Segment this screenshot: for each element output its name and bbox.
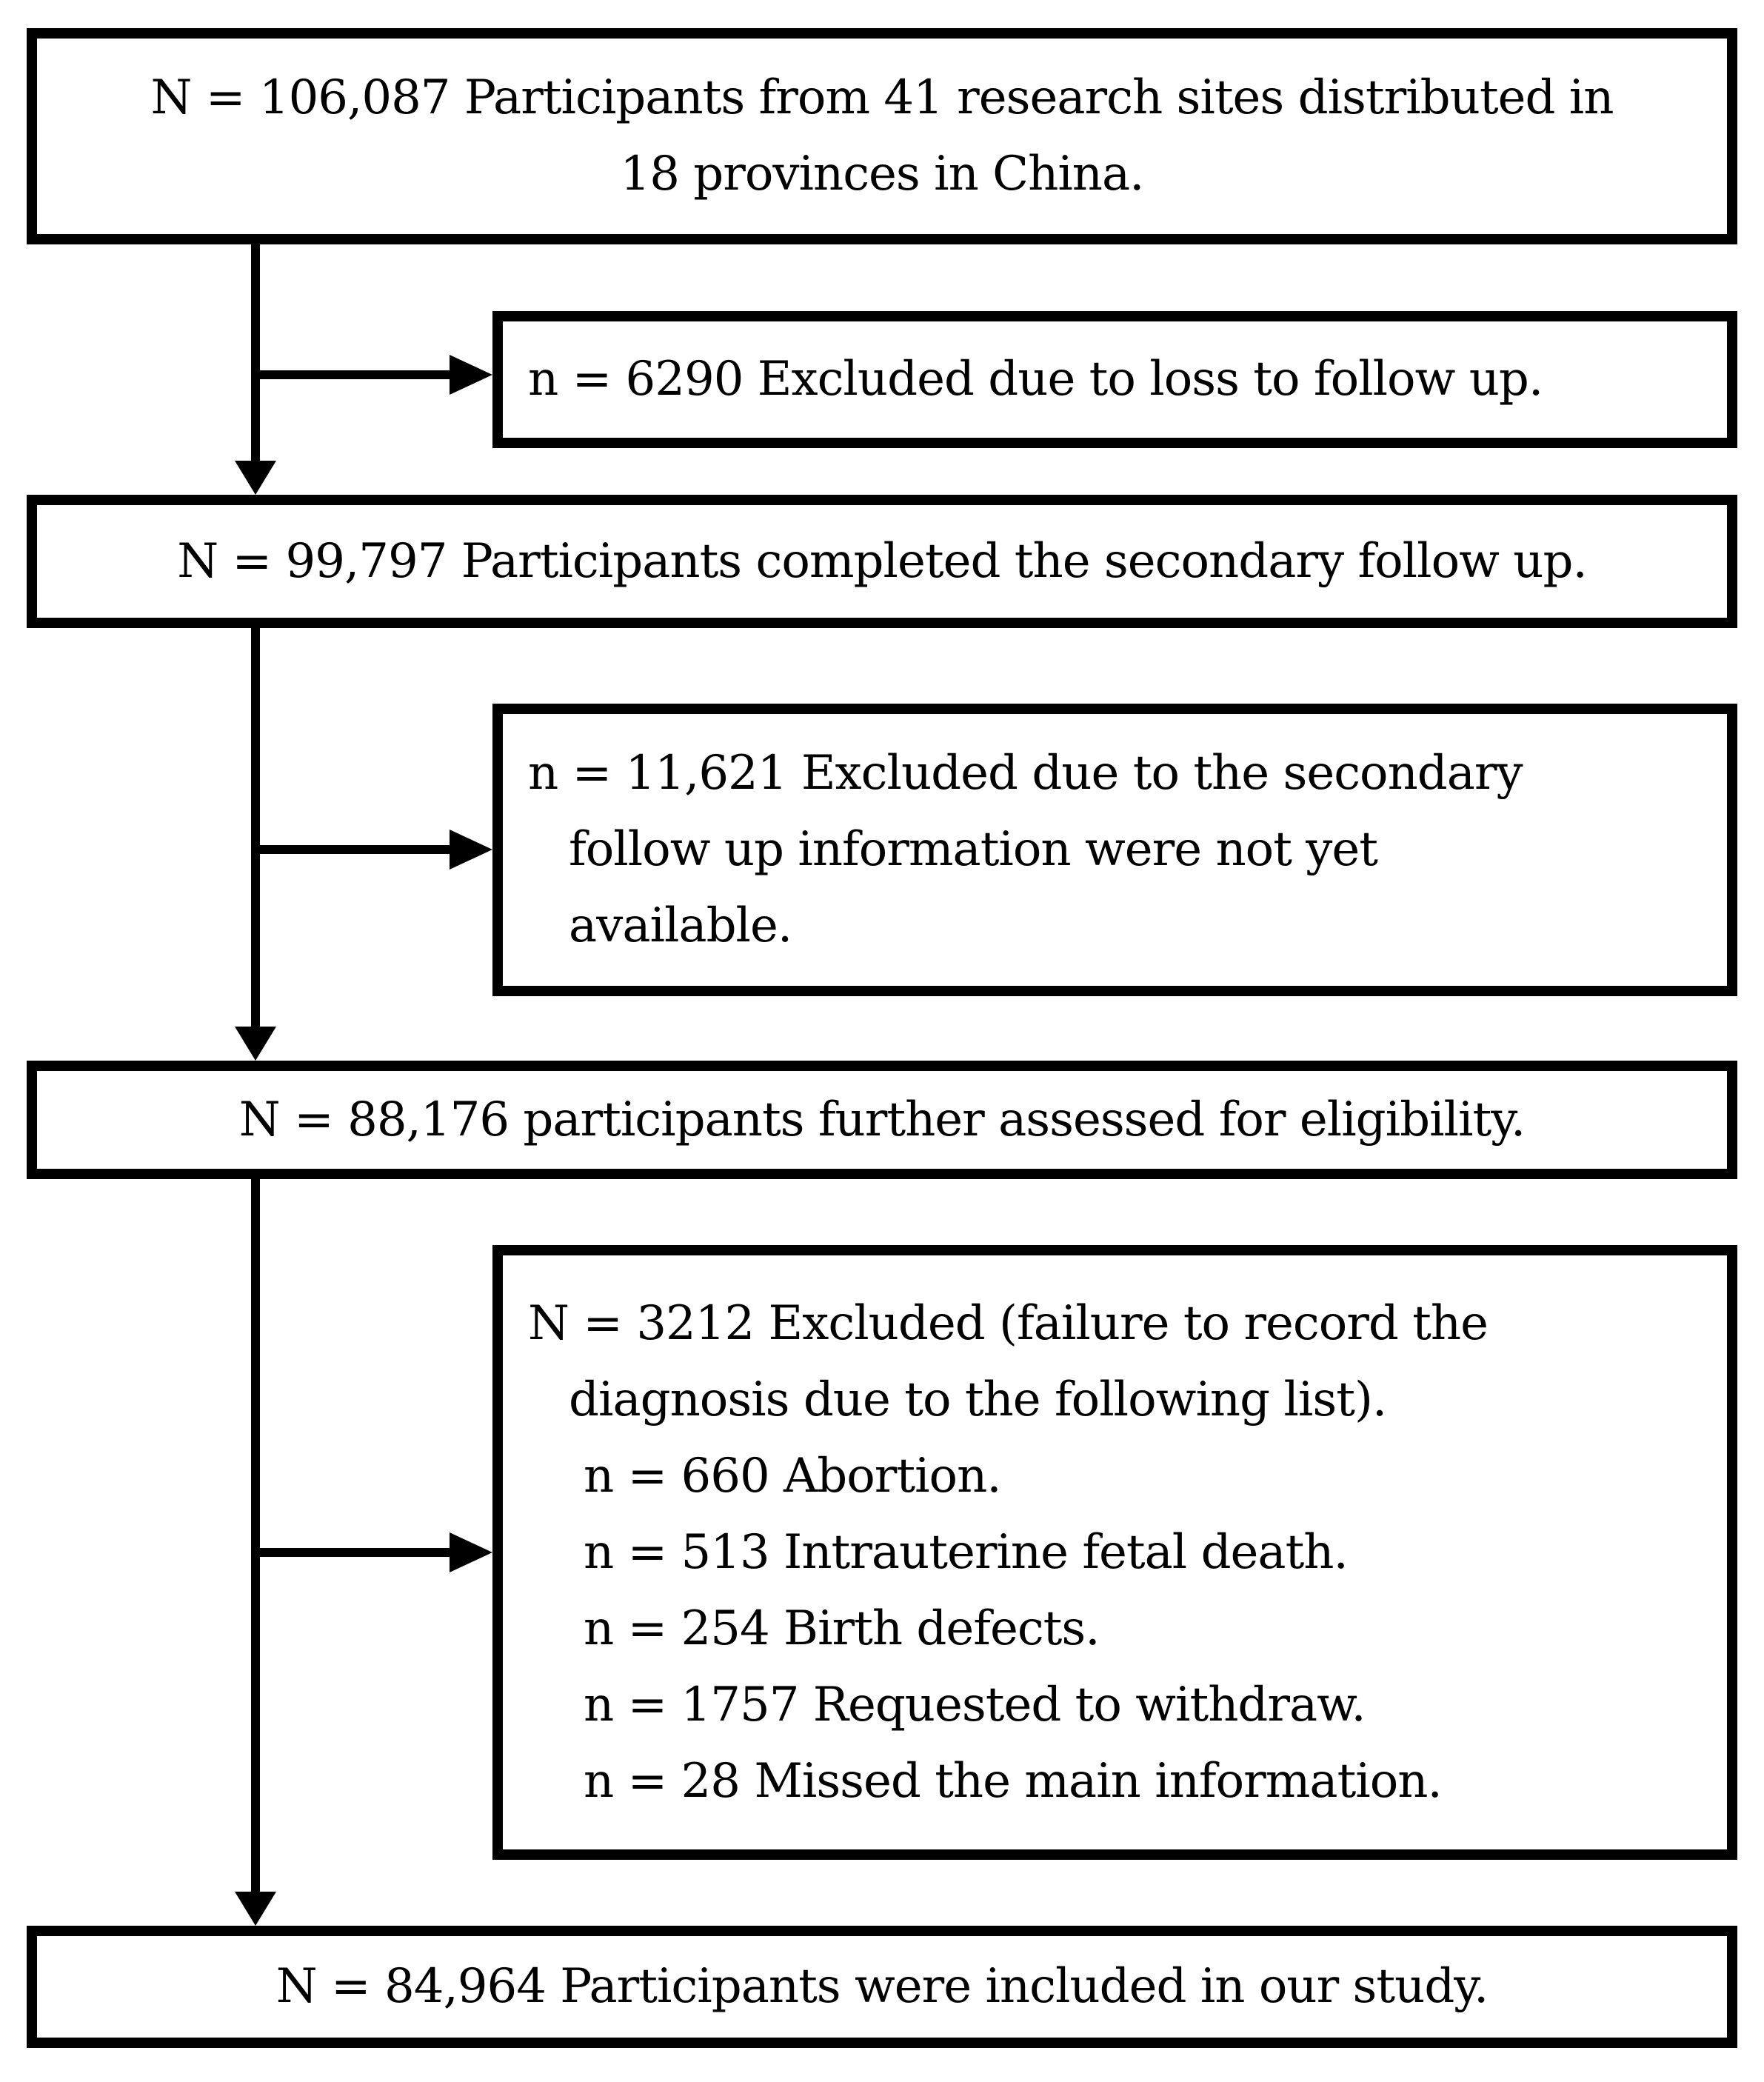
- branch-line-to-excluded-diagnosis-box: [255, 1548, 450, 1557]
- excluded-secondary-info-text-line-3: available.: [569, 898, 792, 953]
- enrollment-text-line-1: N = 106,087 Participants from 41 researc…: [150, 70, 1614, 125]
- excluded-secondary-info-text-line-2: follow up information were not yet: [569, 822, 1378, 877]
- excluded-diagnosis-text-line-1: N = 3212 Excluded (failure to record the: [528, 1295, 1489, 1351]
- arrowhead-right-into-excluded-diagnosis-box: [450, 1532, 492, 1572]
- connector-line-secondary-to-assessed: [251, 628, 260, 1027]
- excluded-diagnosis-item-abortion: n = 660 Abortion.: [584, 1448, 1002, 1504]
- excluded-diagnosis-item-missed-information: n = 28 Missed the main information.: [584, 1753, 1443, 1809]
- assessed-eligibility-text-line-1: N = 88,176 participants further assessed…: [238, 1092, 1526, 1147]
- arrowhead-down-into-assessed-box: [235, 1027, 276, 1061]
- arrowhead-down-into-secondary-box: [235, 461, 276, 495]
- included-in-study-text-line-1: N = 84,964 Participants were included in…: [275, 1959, 1489, 2014]
- excluded-secondary-info-text-line-1: n = 11,621 Excluded due to the secondary: [528, 746, 1523, 801]
- excluded-diagnosis-item-intrauterine-fetal-death: n = 513 Intrauterine fetal death.: [584, 1524, 1349, 1580]
- enrollment-text-line-2: 18 provinces in China.: [620, 147, 1144, 201]
- connector-line-assessed-to-included: [251, 1179, 260, 1892]
- excluded-diagnosis-item-requested-withdraw: n = 1757 Requested to withdraw.: [584, 1677, 1366, 1732]
- branch-line-to-excluded-loss-box: [255, 370, 450, 379]
- excluded-diagnosis-text-line-2: diagnosis due to the following list).: [569, 1372, 1387, 1427]
- connector-line-enrollment-to-secondary: [251, 244, 260, 461]
- secondary-followup-text-line-1: N = 99,797 Participants completed the se…: [177, 533, 1588, 589]
- excluded-diagnosis-box: N = 3212 Excluded (failure to record the…: [492, 1245, 1737, 1860]
- branch-line-to-excluded-secondary-info-box: [255, 845, 450, 854]
- excluded-loss-text-line-1: n = 6290 Excluded due to loss to follow …: [528, 352, 1543, 407]
- included-in-study-box: N = 84,964 Participants were included in…: [27, 1926, 1737, 2048]
- excluded-loss-followup-box: n = 6290 Excluded due to loss to follow …: [492, 311, 1737, 448]
- arrowhead-right-into-excluded-loss-box: [450, 355, 492, 395]
- secondary-followup-box: N = 99,797 Participants completed the se…: [27, 495, 1737, 628]
- assessed-eligibility-box: N = 88,176 participants further assessed…: [27, 1061, 1737, 1179]
- arrowhead-down-into-included-box: [235, 1892, 276, 1926]
- excluded-diagnosis-item-birth-defects: n = 254 Birth defects.: [584, 1601, 1100, 1656]
- arrowhead-right-into-excluded-secondary-info-box: [450, 830, 492, 870]
- enrollment-box: N = 106,087 Participants from 41 researc…: [27, 28, 1737, 244]
- excluded-secondary-info-box: n = 11,621 Excluded due to the secondary…: [492, 704, 1737, 996]
